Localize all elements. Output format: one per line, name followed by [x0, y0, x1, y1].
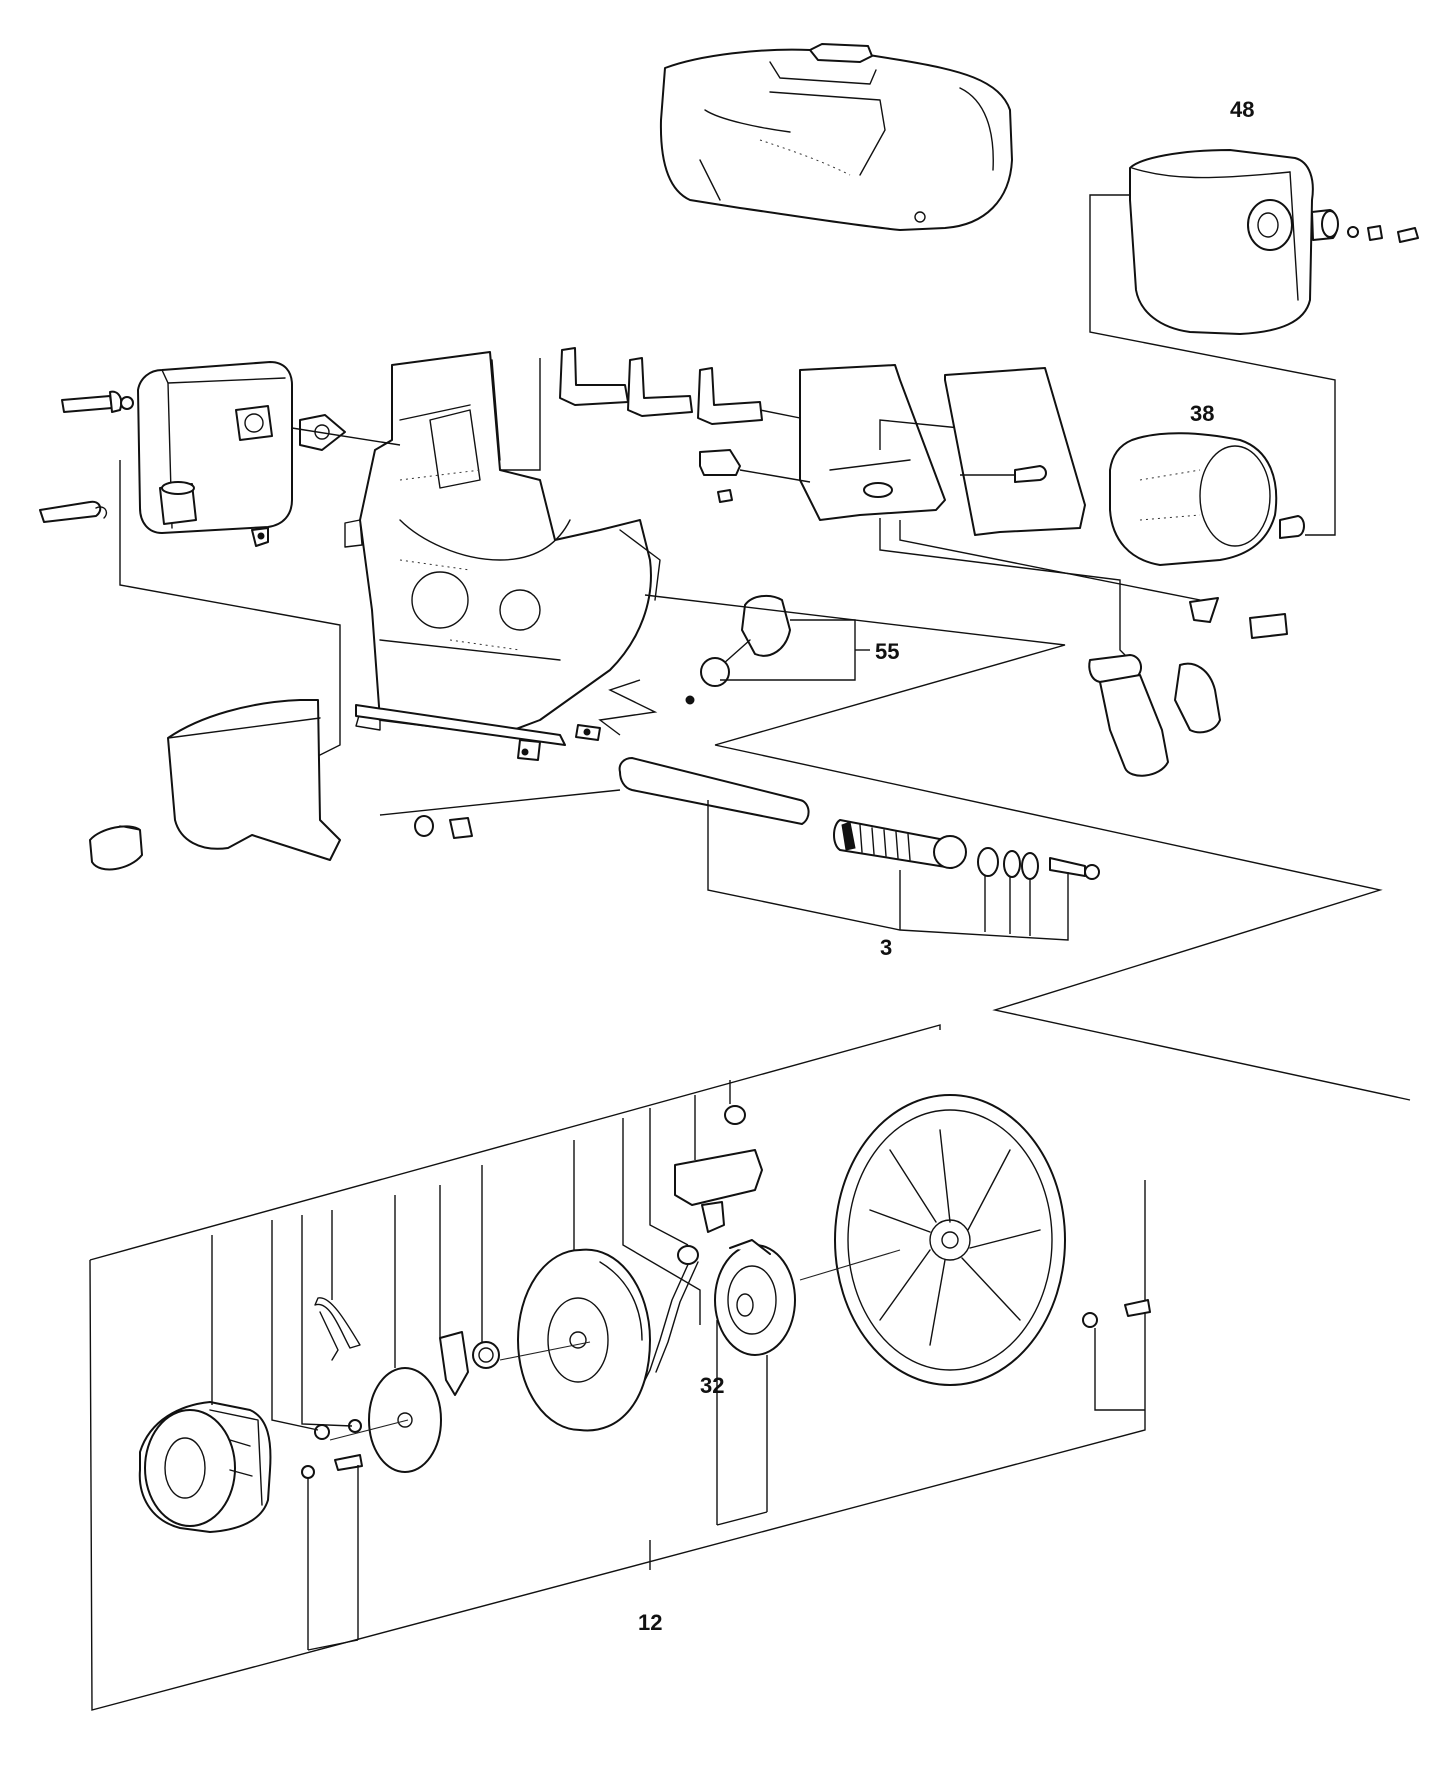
lower-shroud: [89, 699, 341, 871]
air-filter-element: [1109, 432, 1305, 566]
filter-base-plate: [944, 367, 1086, 536]
intake-parts: [1088, 597, 1288, 777]
fuel-tank: [659, 43, 1013, 231]
shaft-assembly: [618, 757, 1100, 941]
engine-block: [344, 351, 661, 761]
callout-12: 12: [638, 1610, 662, 1635]
gear-cover-housing: [39, 361, 346, 547]
drain-plug-set: [379, 789, 621, 839]
callout-32: 32: [700, 1373, 724, 1398]
callout-38: 38: [1190, 401, 1214, 426]
air-filter-cover: [1129, 149, 1419, 335]
leader-lines-left: [119, 427, 401, 761]
callout-3: 3: [880, 935, 892, 960]
callout-55: 55: [875, 639, 899, 664]
leader-lines-bottom: [211, 1080, 1145, 1651]
callout-48: 48: [1230, 97, 1254, 122]
fuel-cap-assembly: [685, 594, 870, 705]
leader-lines-middle: [598, 594, 1411, 1101]
mounting-brackets: [500, 347, 811, 471]
cylinder-shroud: [699, 364, 961, 521]
recoil-starter-parts: [138, 1094, 1151, 1533]
